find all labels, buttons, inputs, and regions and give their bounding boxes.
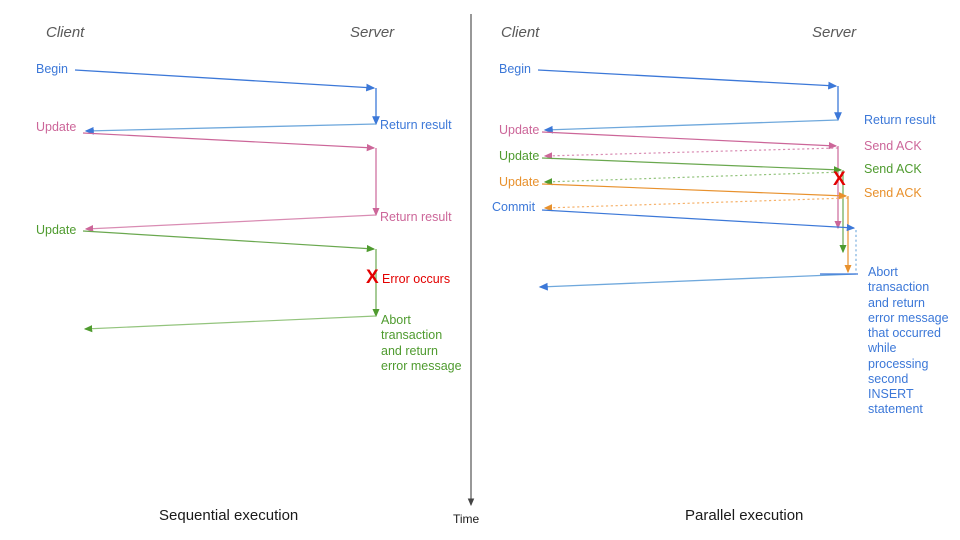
left-msg-return-result-1: Return result: [380, 118, 452, 132]
arrow-r-commit: [541, 209, 856, 232]
arrow-r-update-1: [541, 131, 838, 150]
arrow-r-ack-2-dotted: [543, 171, 844, 186]
arrow-l-update-2: [82, 230, 376, 253]
left-msg-error-occurs: Error occurs: [382, 272, 451, 286]
right-msg-abort-block: Abort transaction and return error messa…: [868, 265, 949, 417]
arrow-r-abort: [538, 273, 857, 291]
right-header-client: Client: [501, 24, 540, 41]
left-msg-begin: Begin: [36, 62, 68, 76]
left-error-x-icon: X: [366, 267, 379, 288]
arrow-l-begin: [74, 69, 376, 92]
arrow-l-update-1: [82, 132, 376, 152]
left-header-server: Server: [350, 24, 395, 41]
left-panel-caption: Sequential execution: [159, 507, 299, 524]
arrow-r-update-2: [541, 157, 843, 174]
arrow-r-ack-3-dotted: [543, 197, 849, 212]
right-header-server: Server: [812, 24, 857, 41]
arrow-r-begin: [537, 69, 838, 90]
right-msg-update-2: Update: [499, 149, 540, 163]
left-msg-update-2: Update: [36, 223, 77, 237]
right-msg-update-1: Update: [499, 123, 540, 137]
arrow-l-return-2: [84, 214, 377, 233]
right-msg-return-result: Return result: [864, 113, 936, 127]
arrow-r-ack-1-dotted: [543, 147, 839, 160]
right-msg-commit: Commit: [492, 200, 536, 214]
right-panel-arrows: [537, 69, 858, 291]
arrow-l-return-1: [84, 123, 377, 135]
left-msg-update-1: Update: [36, 120, 77, 134]
right-error-x-icon: X: [833, 169, 846, 190]
arrow-r-update-3: [541, 183, 848, 200]
right-msg-ack-3: Send ACK: [864, 186, 922, 200]
right-msg-update-3: Update: [499, 175, 540, 189]
left-msg-return-result-2: Return result: [380, 210, 452, 224]
arrow-r-return: [543, 119, 839, 134]
right-panel-caption: Parallel execution: [685, 507, 804, 524]
time-axis-label: Time: [453, 512, 480, 526]
left-header-client: Client: [46, 24, 85, 41]
left-msg-abort-block: Abort transaction and return error messa…: [381, 313, 462, 373]
right-msg-begin: Begin: [499, 62, 531, 76]
left-panel-arrows: [74, 69, 380, 333]
right-msg-ack-1: Send ACK: [864, 139, 922, 153]
arrow-l-abort: [83, 315, 377, 333]
right-msg-ack-2: Send ACK: [864, 162, 922, 176]
